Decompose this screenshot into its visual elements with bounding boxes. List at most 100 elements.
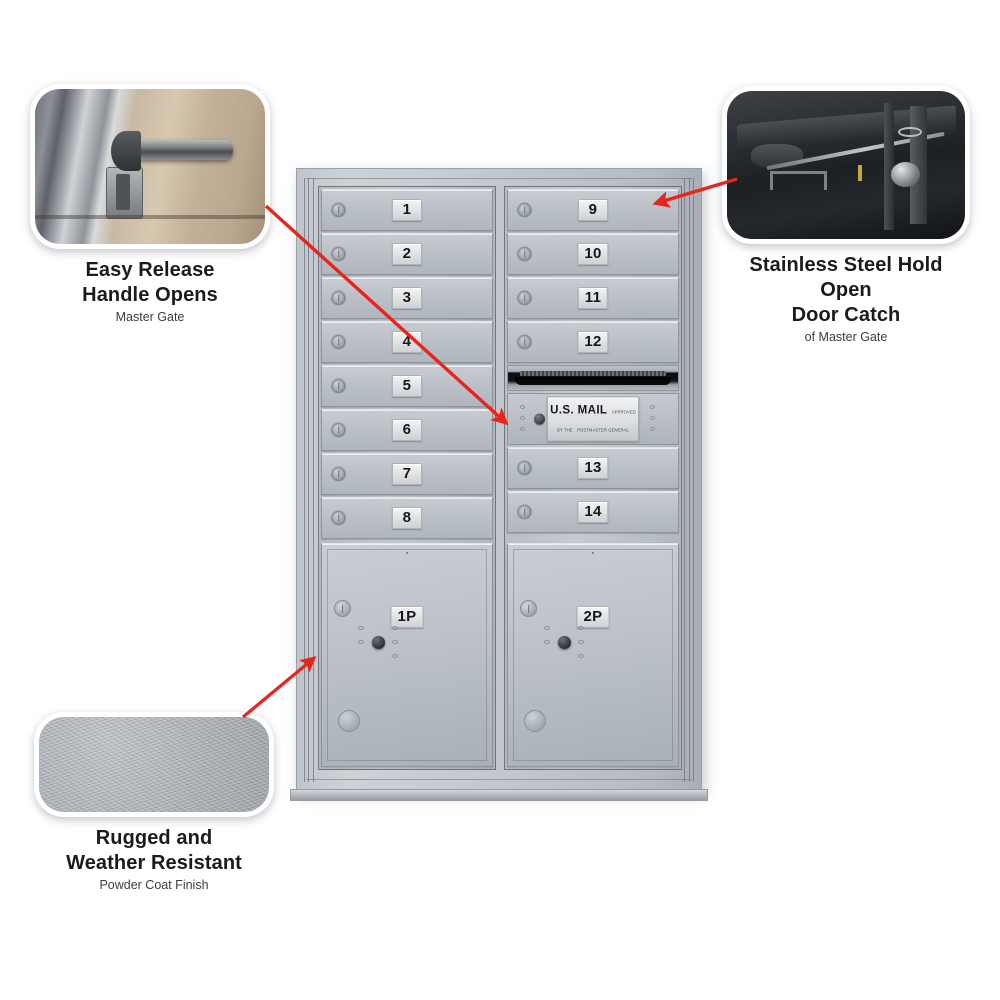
- lock-icon[interactable]: [517, 202, 532, 218]
- lock-icon[interactable]: [331, 290, 346, 306]
- right-column: 9 10 11 12: [504, 186, 682, 770]
- mailbox-door[interactable]: 13: [507, 447, 679, 489]
- lock-icon[interactable]: [334, 600, 351, 617]
- mailbox-door[interactable]: 5: [321, 365, 493, 407]
- usps-collection-panel[interactable]: U.S. MAIL APPROVED BY THE POSTMASTER GEN…: [507, 393, 679, 445]
- door-number-plate: 7: [392, 463, 422, 485]
- lock-icon[interactable]: [517, 460, 532, 476]
- rivet-dot: [406, 552, 408, 554]
- lock-icon[interactable]: [331, 422, 346, 438]
- rivet-ring: [358, 626, 364, 630]
- rivet-ring: [544, 626, 550, 630]
- door-number-plate: 13: [577, 457, 609, 479]
- hold-open-door-catch-photo: [727, 91, 965, 239]
- mailbox-door[interactable]: 10: [507, 233, 679, 275]
- callout-title: Rugged and Weather Resistant: [66, 827, 242, 874]
- callout-powder-coat-finish: Rugged and Weather Resistant Powder Coat…: [34, 712, 274, 892]
- mailbox-door[interactable]: 9: [507, 189, 679, 231]
- rivet-ring: [392, 654, 398, 658]
- parcel-inner-trim: [513, 549, 673, 761]
- lock-icon[interactable]: [331, 466, 346, 482]
- lock-icon[interactable]: [331, 510, 346, 526]
- us-mail-subtitle-line2: POSTMASTER GENERAL: [577, 427, 629, 433]
- catch-clip-shape: [898, 126, 923, 137]
- lock-icon[interactable]: [517, 290, 532, 306]
- lock-icon[interactable]: [517, 504, 532, 520]
- lock-icon[interactable]: [331, 378, 346, 394]
- door-number-plate: 12: [577, 331, 609, 353]
- latch-shape: [106, 166, 144, 220]
- parcel-handle[interactable]: [524, 710, 546, 732]
- mailbox-door[interactable]: 12: [507, 321, 679, 363]
- trim-groove: [306, 779, 692, 780]
- rivet-group-right: [650, 404, 666, 434]
- master-gate-handle-photo-frame: [30, 84, 270, 249]
- rivet-ring: [544, 640, 550, 644]
- door-number-plate: 11: [577, 287, 609, 309]
- mailbox-door[interactable]: 6: [321, 409, 493, 451]
- outgoing-mail-slot[interactable]: [507, 365, 679, 391]
- powder-coat-swatch-photo: [39, 717, 269, 812]
- us-mail-subtitle-line1: APPROVED BY THE: [557, 409, 636, 433]
- callout-subtitle: Powder Coat Finish: [99, 878, 209, 892]
- mailbox-door[interactable]: 4: [321, 321, 493, 363]
- lock-icon[interactable]: [520, 600, 537, 617]
- mailbox-door[interactable]: 2: [321, 233, 493, 275]
- door-number-plate: 2: [392, 243, 422, 265]
- trim-groove: [689, 178, 690, 782]
- parcel-handle[interactable]: [338, 710, 360, 732]
- rivet-ring: [392, 626, 398, 630]
- callout-subtitle: Master Gate: [115, 310, 185, 324]
- lock-icon[interactable]: [517, 334, 532, 350]
- powder-coat-swatch-photo-frame: [34, 712, 274, 817]
- mailbox-door[interactable]: 11: [507, 277, 679, 319]
- trim-groove: [684, 178, 685, 782]
- rivet-group-left: [520, 404, 536, 434]
- rivet-ring: [358, 640, 364, 644]
- rivet-ring: [578, 626, 584, 630]
- callout-title: Stainless Steel Hold Open Door Catch: [749, 254, 943, 326]
- cabinet-base-trim: [290, 789, 708, 801]
- trim-groove: [308, 178, 309, 782]
- panel-knob[interactable]: [534, 413, 545, 425]
- bracket-shape: [769, 170, 827, 191]
- mailbox-door[interactable]: 14: [507, 491, 679, 533]
- door-edge-shadow: [35, 214, 265, 220]
- callout-subtitle: of Master Gate: [804, 330, 888, 344]
- lock-icon[interactable]: [331, 202, 346, 218]
- us-mail-label: U.S. MAIL APPROVED BY THE POSTMASTER GEN…: [547, 396, 639, 442]
- mailbox-door[interactable]: 8: [321, 497, 493, 539]
- trim-groove: [313, 178, 314, 782]
- door-number-plate: 1: [392, 199, 422, 221]
- mailbox-door[interactable]: 7: [321, 453, 493, 495]
- door-number-plate: 9: [578, 199, 608, 221]
- mailbox-door[interactable]: 3: [321, 277, 493, 319]
- parcel-number-plate: 1P: [390, 606, 424, 628]
- lock-cylinder-shape: [891, 162, 920, 188]
- callout-title: Easy Release Handle Opens: [82, 259, 218, 306]
- mailbox-unit: 1 2 3 4 5 6 7: [290, 168, 708, 801]
- door-number-plate: 10: [577, 243, 609, 265]
- slot-lip: [519, 371, 667, 376]
- parcel-locker-door[interactable]: 2P: [507, 543, 679, 767]
- door-number-plate: 6: [392, 419, 422, 441]
- door-number-plate: 8: [392, 507, 422, 529]
- callout-hold-open-door-catch: Stainless Steel Hold Open Door Catch of …: [722, 86, 970, 344]
- parcel-locker-door[interactable]: 1P: [321, 543, 493, 767]
- door-number-plate: 3: [392, 287, 422, 309]
- door-number-plate: 4: [392, 331, 422, 353]
- parcel-knob[interactable]: [558, 636, 571, 649]
- lock-icon[interactable]: [517, 246, 532, 262]
- callout-easy-release-handle: Easy Release Handle Opens Master Gate: [30, 84, 270, 324]
- hold-open-door-catch-photo-frame: [722, 86, 970, 244]
- rivet-ring: [392, 640, 398, 644]
- rivet-ring: [578, 640, 584, 644]
- lock-icon[interactable]: [331, 334, 346, 350]
- mailbox-door[interactable]: 1: [321, 189, 493, 231]
- trim-groove: [693, 178, 694, 782]
- parcel-knob[interactable]: [372, 636, 385, 649]
- rivet-ring: [578, 654, 584, 658]
- frame-post-inner: [884, 102, 894, 231]
- lock-icon[interactable]: [331, 246, 346, 262]
